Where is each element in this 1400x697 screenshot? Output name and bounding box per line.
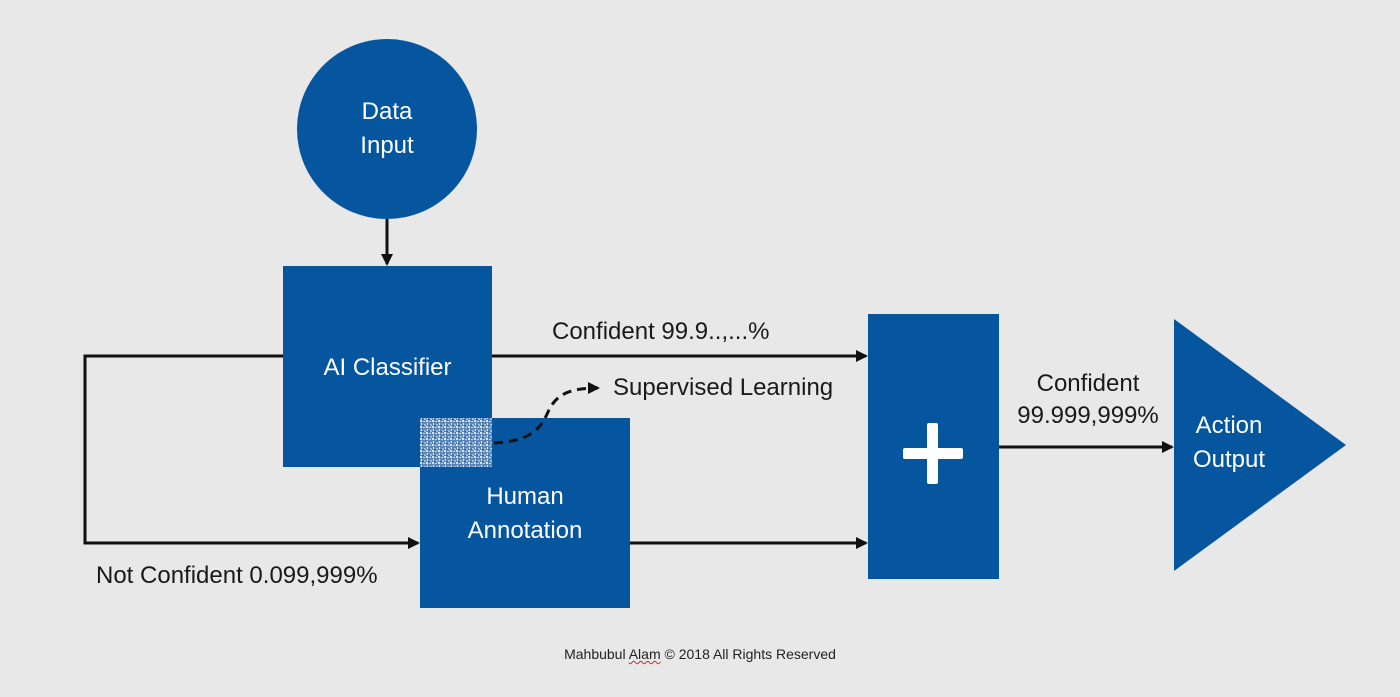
action-output-line2: Output xyxy=(1192,446,1266,473)
data-input-line1: Data xyxy=(361,98,413,125)
data-input-line2: Input xyxy=(360,132,414,159)
data-input-node xyxy=(297,39,477,219)
human-annotation-label: Human Annotation xyxy=(420,479,630,549)
combined-confidence-line1: Confident xyxy=(1036,370,1140,397)
overlap-texture xyxy=(420,418,492,467)
plus-icon-vertical xyxy=(927,423,938,484)
combined-confidence-line2: 99.999,999% xyxy=(1017,402,1159,429)
action-output-line1: Action xyxy=(1195,412,1263,439)
ai-classifier-text: AI Classifier xyxy=(323,354,452,381)
action-output-node xyxy=(1174,319,1346,571)
ai-classifier-label: AI Classifier xyxy=(283,350,492,386)
human-annotation-line1: Human xyxy=(486,483,564,510)
not-confident-label: Not Confident 0.099,999% xyxy=(96,562,378,589)
confident-high-label: Confident 99.9..,...% xyxy=(552,318,770,345)
human-annotation-line2: Annotation xyxy=(467,517,583,544)
copyright-footer: Mahbubul Alam © 2018 All Rights Reserved xyxy=(0,646,1400,662)
footer-author: Mahbubul xyxy=(564,646,626,662)
footer-rights: © 2018 All Rights Reserved xyxy=(664,646,836,662)
footer-author-last: Alam xyxy=(628,646,661,662)
arrow-not-confident xyxy=(83,354,420,549)
supervised-learning-label: Supervised Learning xyxy=(613,374,834,401)
action-output-label: Action Output xyxy=(1174,408,1284,478)
combined-confidence-label: Confident 99.999,999% xyxy=(1008,368,1168,432)
data-input-label: Data Input xyxy=(297,94,477,164)
arrow-supervised-learning xyxy=(493,382,600,445)
